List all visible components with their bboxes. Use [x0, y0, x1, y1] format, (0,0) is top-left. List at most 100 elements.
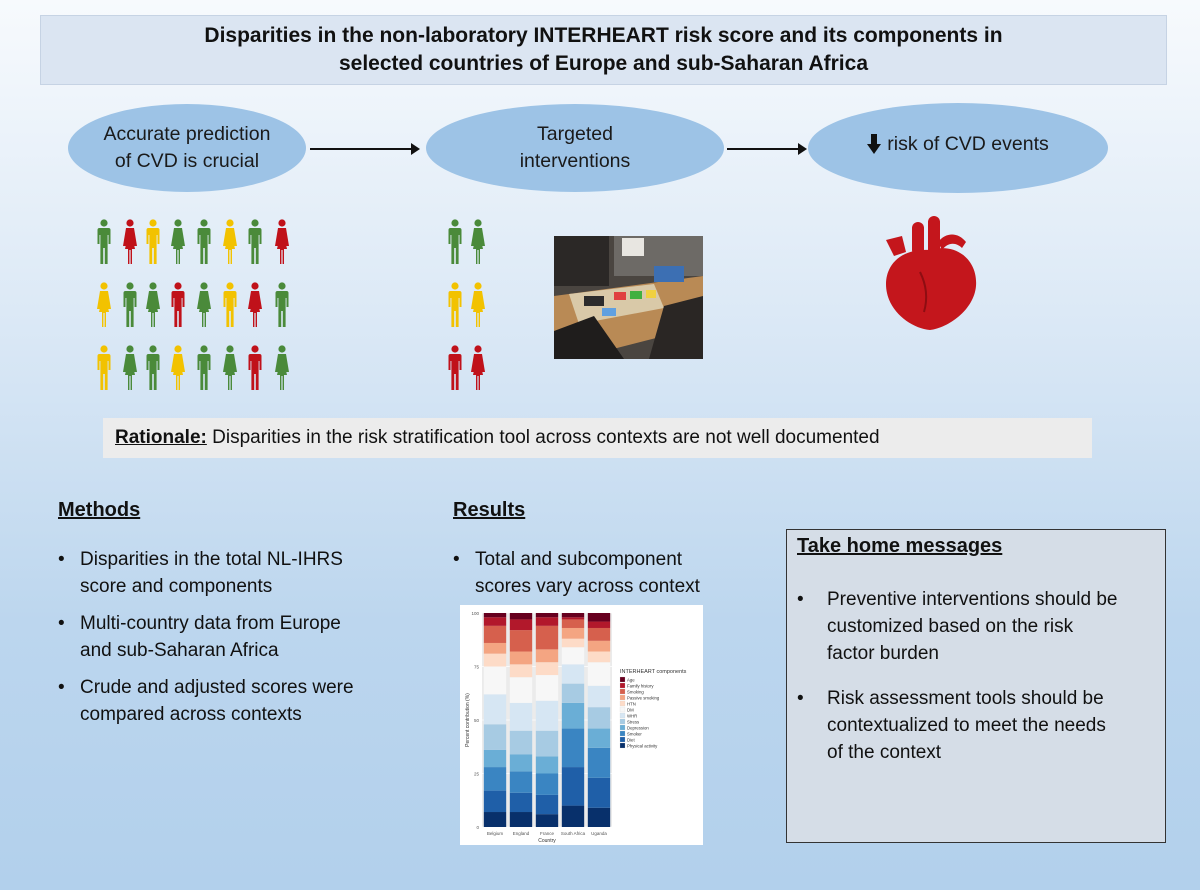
chart-bar-segment [483, 812, 507, 827]
chart-bar-segment [535, 794, 559, 815]
down-arrow-icon [867, 134, 882, 154]
chart-bar-segment [483, 613, 507, 618]
chart-bar-segment [535, 814, 559, 827]
person-icon [170, 345, 186, 391]
chart-legend-swatch [619, 694, 626, 701]
take-home-item-1-line-3: factor burden [827, 643, 939, 664]
flow-arrow-2 [727, 143, 807, 155]
chart-bar-segment [483, 653, 507, 667]
person-icon [122, 219, 138, 265]
methods-heading: Methods [58, 499, 141, 521]
flow-step-1-line-2: of CVD is crucial [114, 150, 260, 172]
take-home-item-2-line-1: Risk assessment tools should be [827, 688, 1104, 709]
chart-bar-segment [509, 664, 533, 678]
person-icon [196, 282, 212, 328]
chart-bar-segment [587, 728, 611, 748]
chart-legend-label: Smoking [627, 689, 644, 694]
person-icon [145, 282, 161, 328]
chart-bar-segment [483, 642, 507, 654]
chart-bar-segment [509, 754, 533, 772]
chart-bar-segment [561, 702, 585, 729]
chart-bar-segment [587, 747, 611, 778]
flow-step-3-text: risk of CVD events [887, 132, 1049, 155]
person-icon [196, 345, 212, 391]
chart-legend-label: DM [627, 707, 634, 712]
methods-item-2-line-2: and sub-Saharan Africa [80, 640, 279, 661]
chart-bar-segment [483, 617, 507, 626]
results-item-1-line-1: Total and subcomponent [475, 549, 683, 570]
chart-bar-segment [587, 621, 611, 628]
chart-bar-segment [535, 617, 559, 626]
chart-bar-segment [483, 724, 507, 750]
chart-x-tick-label: Belgium [487, 831, 504, 836]
chart-bar-segment [535, 649, 559, 663]
person-icon [247, 345, 263, 391]
person-icon [447, 219, 463, 265]
chart-bar-segment [561, 664, 585, 684]
chart-bar-segment [483, 749, 507, 768]
chart-y-tick-label: 25 [474, 772, 480, 777]
chart-y-tick-label: 50 [474, 718, 480, 723]
chart-bar-segment [509, 677, 533, 703]
chart-legend-swatch [619, 718, 626, 725]
chart-bar-segment [587, 627, 611, 641]
chart-bar-segment [561, 767, 585, 806]
chart-legend-label: Smoker [627, 731, 642, 736]
person-icon [247, 219, 263, 265]
chart-bar-segment [509, 812, 533, 827]
take-home-box: Take home messages Preventive interventi… [786, 529, 1166, 843]
chart-bar-segment [509, 702, 533, 731]
chart-legend-label: Physical activity [627, 743, 658, 748]
methods-item-1-line-1: Disparities in the total NL-IHRS [80, 549, 343, 570]
person-icon [470, 282, 486, 328]
methods-item-1-line-2: score and components [80, 576, 273, 597]
take-home-item-2-line-3: of the context [827, 742, 942, 763]
flow-step-interventions: Targeted interventions [426, 104, 724, 192]
results-item-1-line-2: scores vary across context [475, 576, 700, 597]
chart-legend-label: Age [627, 677, 635, 682]
take-home-item: Preventive interventions should be custo… [797, 586, 1157, 667]
chart-bar-segment [483, 694, 507, 725]
heart-icon [886, 216, 977, 330]
chart-bar-segment [483, 767, 507, 791]
chart-bar-segment [509, 730, 533, 755]
chart-x-axis-label: Country [538, 838, 556, 844]
chart-x-tick-label: South Africa [561, 831, 586, 836]
chart-legend-swatch [619, 688, 626, 695]
flow-step-1-line-1: Accurate prediction [103, 123, 271, 145]
chart-bar-segment [483, 790, 507, 813]
chart-legend-swatch [619, 712, 626, 719]
chart-bar-segment [509, 613, 533, 620]
title-line-2: selected countries of Europe and sub-Sah… [338, 52, 869, 75]
intervention-photo [554, 236, 703, 359]
chart-bar-segment [509, 651, 533, 665]
person-icon [470, 219, 486, 265]
chart-bar-segment [587, 640, 611, 652]
chart-legend-label: Family history [627, 683, 654, 688]
chart-legend-label: HTN [627, 701, 636, 706]
methods-item: Disparities in the total NL-IHRS score a… [58, 546, 418, 600]
chart-y-tick-label: 0 [476, 825, 479, 830]
person-icon [170, 282, 186, 328]
chart-bar-segment [561, 627, 585, 639]
person-icon [447, 282, 463, 328]
take-home-list: Preventive interventions should be custo… [797, 586, 1157, 784]
methods-list: Disparities in the total NL-IHRS score a… [58, 546, 418, 738]
chart-x-tick-label: France [540, 831, 555, 836]
chart-bar-segment [561, 638, 585, 648]
person-icon [122, 345, 138, 391]
chart-bar-segment [587, 807, 611, 827]
page-title: Disparities in the non-laboratory INTERH… [40, 15, 1167, 85]
person-icon [122, 282, 138, 328]
person-icon [222, 345, 238, 391]
chart-y-tick-label: 100 [471, 611, 479, 616]
chart-x-tick-label: Uganda [591, 831, 607, 836]
person-icon [170, 219, 186, 265]
chart-bar-segment [535, 700, 559, 731]
chart-legend-label: WHR [627, 713, 637, 718]
person-icon [145, 345, 161, 391]
take-home-item: Risk assessment tools should be contextu… [797, 685, 1157, 766]
title-line-1: Disparities in the non-laboratory INTERH… [204, 24, 1003, 47]
